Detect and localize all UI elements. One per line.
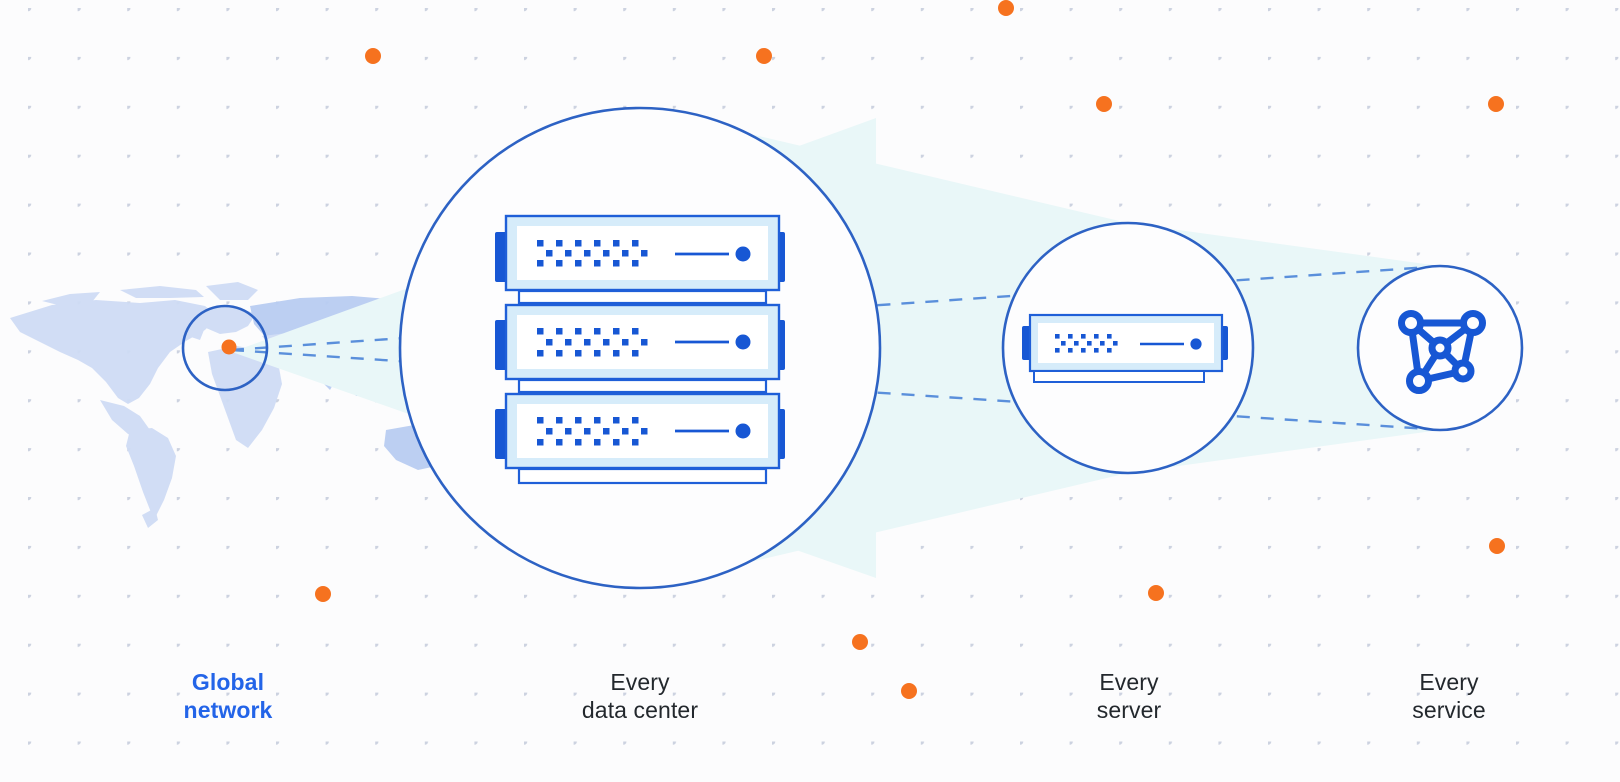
server-rack-icon bbox=[495, 214, 785, 485]
map-highlight bbox=[181, 304, 269, 392]
rack-shelf-2 bbox=[517, 378, 768, 394]
vent-dots-3 bbox=[537, 417, 648, 446]
rack-unit-2 bbox=[495, 303, 785, 381]
orange-dot bbox=[901, 683, 917, 699]
rack-shelf-1 bbox=[517, 289, 768, 305]
label-every-service: Every service bbox=[1412, 669, 1486, 724]
orange-dot bbox=[852, 634, 868, 650]
vent-dots-2 bbox=[537, 328, 648, 357]
vent-dots-server bbox=[1055, 334, 1118, 353]
orange-dot bbox=[365, 48, 381, 64]
orange-accent-dots bbox=[315, 0, 1505, 699]
orange-dot bbox=[1096, 96, 1112, 112]
single-server-icon bbox=[1022, 313, 1228, 383]
graph-node-center bbox=[1428, 336, 1452, 360]
map-location-pin bbox=[221, 339, 237, 355]
orange-dot bbox=[998, 0, 1014, 16]
orange-dot bbox=[315, 586, 331, 602]
network-graph-icon bbox=[1398, 310, 1486, 394]
graph-node-top-right bbox=[1460, 310, 1486, 336]
label-every-data-center: Every data center bbox=[581, 669, 699, 724]
label-global-network: Global network bbox=[183, 669, 273, 724]
graph-node-bottom-left bbox=[1406, 368, 1432, 394]
label-every-server: Every server bbox=[1096, 669, 1162, 724]
rack-base-shelf bbox=[517, 467, 768, 485]
map-highlight-circle bbox=[181, 304, 269, 392]
orange-dot bbox=[756, 48, 772, 64]
status-dot-1 bbox=[735, 246, 751, 262]
orange-dot bbox=[1489, 538, 1505, 554]
vent-dots-1 bbox=[537, 240, 648, 267]
rack-unit-3 bbox=[495, 392, 785, 470]
rack-unit-1 bbox=[495, 214, 785, 292]
orange-dot bbox=[1148, 585, 1164, 601]
graph-node-top-left bbox=[1398, 310, 1424, 336]
server-base-shelf bbox=[1033, 370, 1205, 383]
status-dot-server bbox=[1190, 338, 1202, 350]
graph-node-bottom-right bbox=[1451, 359, 1475, 383]
orange-dot bbox=[1488, 96, 1504, 112]
status-dot-3 bbox=[735, 423, 751, 439]
status-dot-2 bbox=[735, 334, 751, 350]
